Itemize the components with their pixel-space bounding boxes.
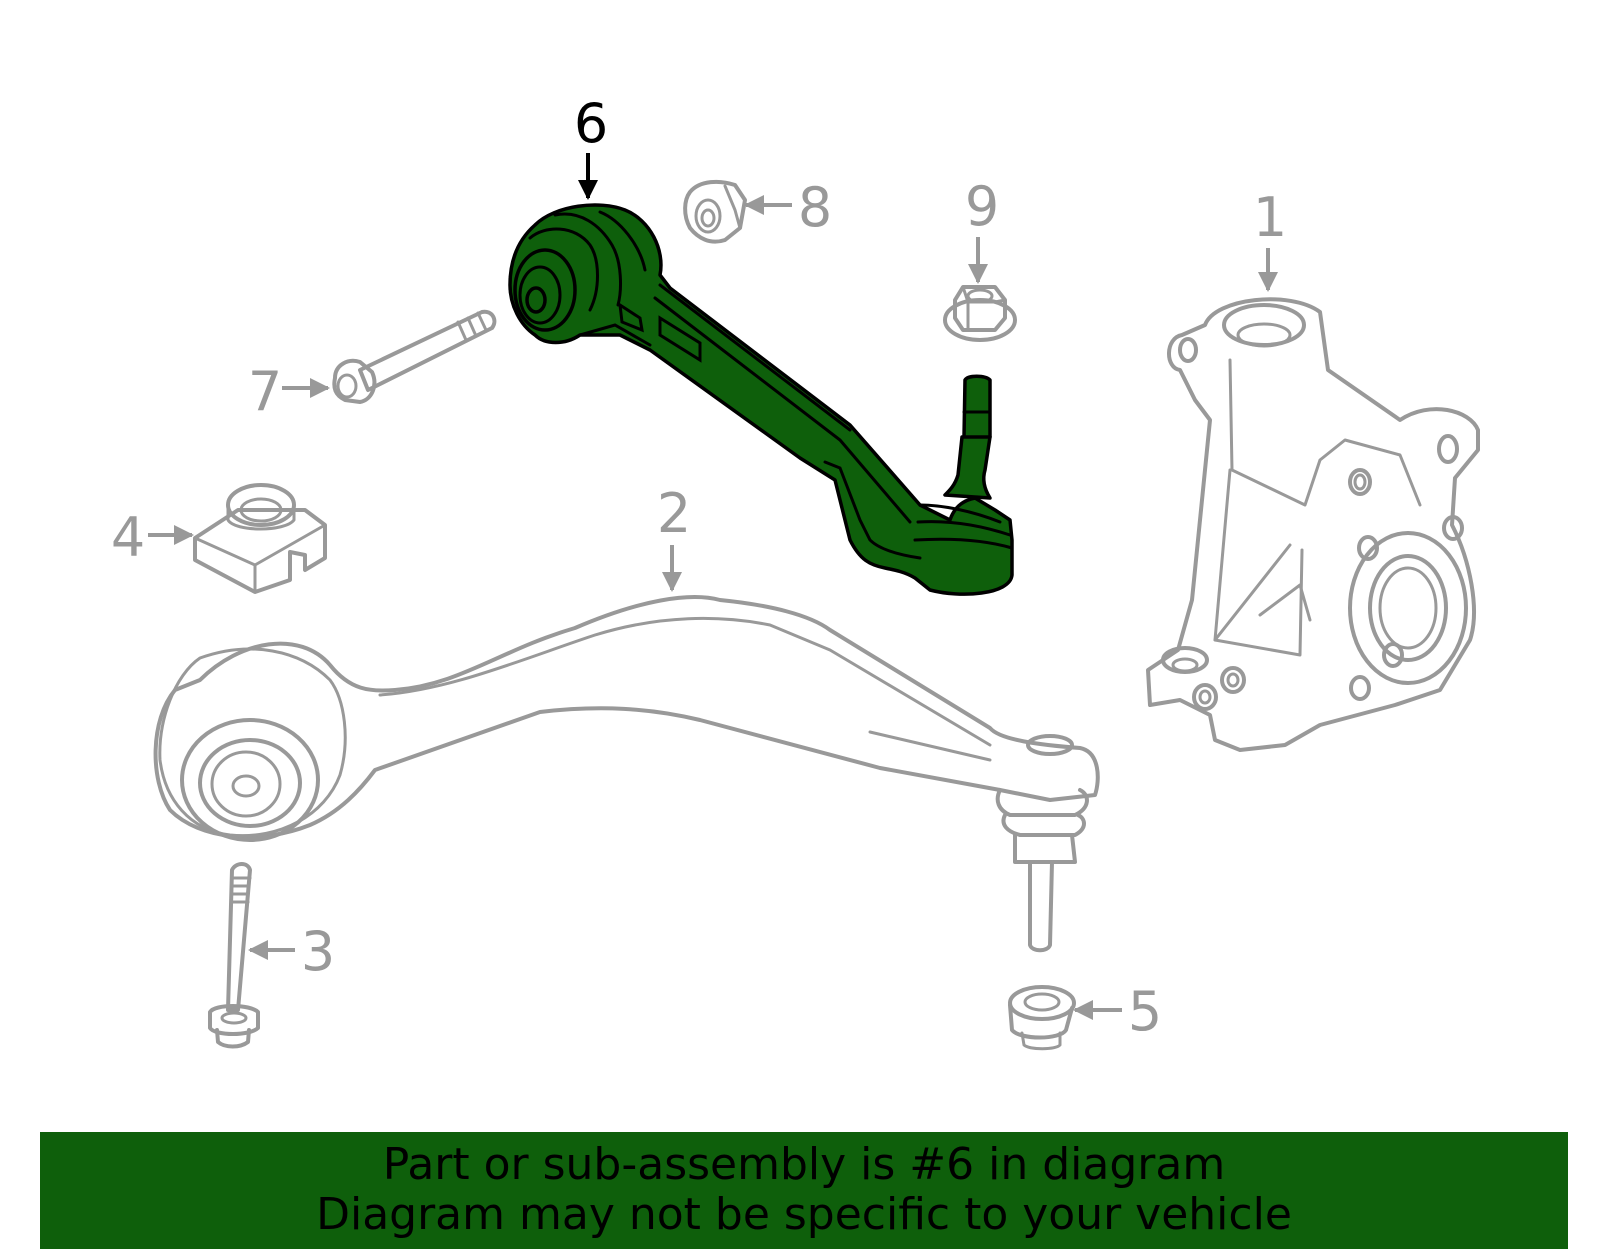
part-2-lower-control-arm[interactable] <box>153 595 1100 953</box>
banner-line-1: Part or sub-assembly is #6 in diagram <box>382 1139 1226 1190</box>
part-7-bolt[interactable] <box>332 309 497 404</box>
callout-label-4: 4 <box>111 506 145 569</box>
callout-label-3: 3 <box>301 920 335 983</box>
part-6-control-arm[interactable] <box>508 203 1014 596</box>
part-1-steering-knuckle[interactable] <box>1146 297 1480 752</box>
callout-label-8: 8 <box>798 176 832 239</box>
callout-label-6: 6 <box>574 92 608 155</box>
callout-label-5: 5 <box>1128 980 1162 1043</box>
callout-label-9: 9 <box>965 175 999 238</box>
info-banner: Part or sub-assembly is #6 in diagram Di… <box>40 1132 1568 1249</box>
part-5-flange-nut[interactable] <box>1008 985 1076 1051</box>
banner-line-2: Diagram may not be specific to your vehi… <box>316 1189 1292 1240</box>
callout-label-7: 7 <box>248 360 282 423</box>
callout-label-1: 1 <box>1253 186 1287 249</box>
part-4-bracket[interactable] <box>193 483 327 594</box>
callout-label-2: 2 <box>657 482 691 545</box>
part-3-bolt[interactable] <box>208 862 260 1049</box>
part-9-nut[interactable] <box>943 285 1017 342</box>
part-8-nut[interactable] <box>683 179 747 244</box>
